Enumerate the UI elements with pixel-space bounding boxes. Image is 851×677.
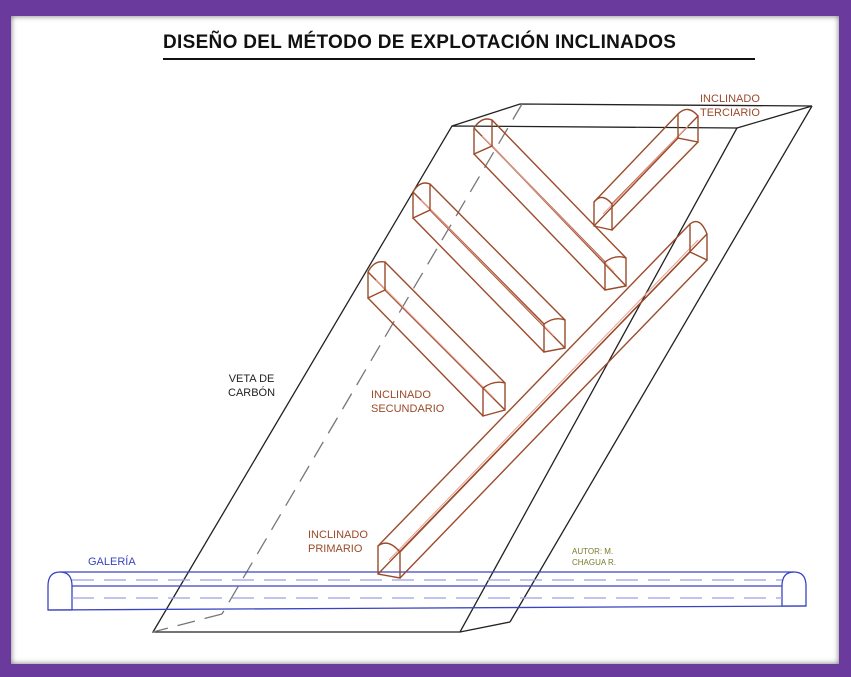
label-line: VETA DE <box>228 373 275 385</box>
outer-frame <box>6 7 845 671</box>
inclinado-secundario-2 <box>412 182 566 353</box>
label-line: INCLINADO <box>371 389 431 401</box>
label-line: INCLINADO <box>700 93 760 105</box>
label-galeria: GALERÍA <box>88 556 136 568</box>
label-inclinado-terciario: INCLINADO TERCIARIO <box>700 92 760 120</box>
label-line: AUTOR: M. <box>572 547 614 556</box>
page-title: DISEÑO DEL MÉTODO DE EXPLOTACIÓN INCLINA… <box>163 32 677 53</box>
label-line: CHAGUA R. <box>572 558 617 567</box>
inclinado-secundario-1 <box>367 261 506 417</box>
label-line: CARBÓN <box>228 387 276 399</box>
title-underline <box>163 58 755 60</box>
label-line: INCLINADO <box>308 529 368 541</box>
label-line: SECUNDARIO <box>371 403 445 415</box>
label-inclinado-secundario: INCLINADO SECUNDARIO <box>371 388 444 416</box>
label-line: PRIMARIO <box>308 543 363 555</box>
veta-de-carbon-seam <box>151 103 813 633</box>
label-veta-de-carbon: VETA DE CARBÓN <box>228 372 275 400</box>
label-inclinado-primario: INCLINADO PRIMARIO <box>308 528 368 556</box>
label-line: TERCIARIO <box>700 107 760 119</box>
inclinado-terciario <box>593 108 699 231</box>
galeria-tunnel <box>47 571 807 611</box>
diagram-canvas <box>11 16 839 664</box>
inclinado-primario <box>377 220 708 579</box>
inclinado-secundario-3 <box>473 118 627 291</box>
label-autor: AUTOR: M. CHAGUA R. <box>572 546 616 568</box>
